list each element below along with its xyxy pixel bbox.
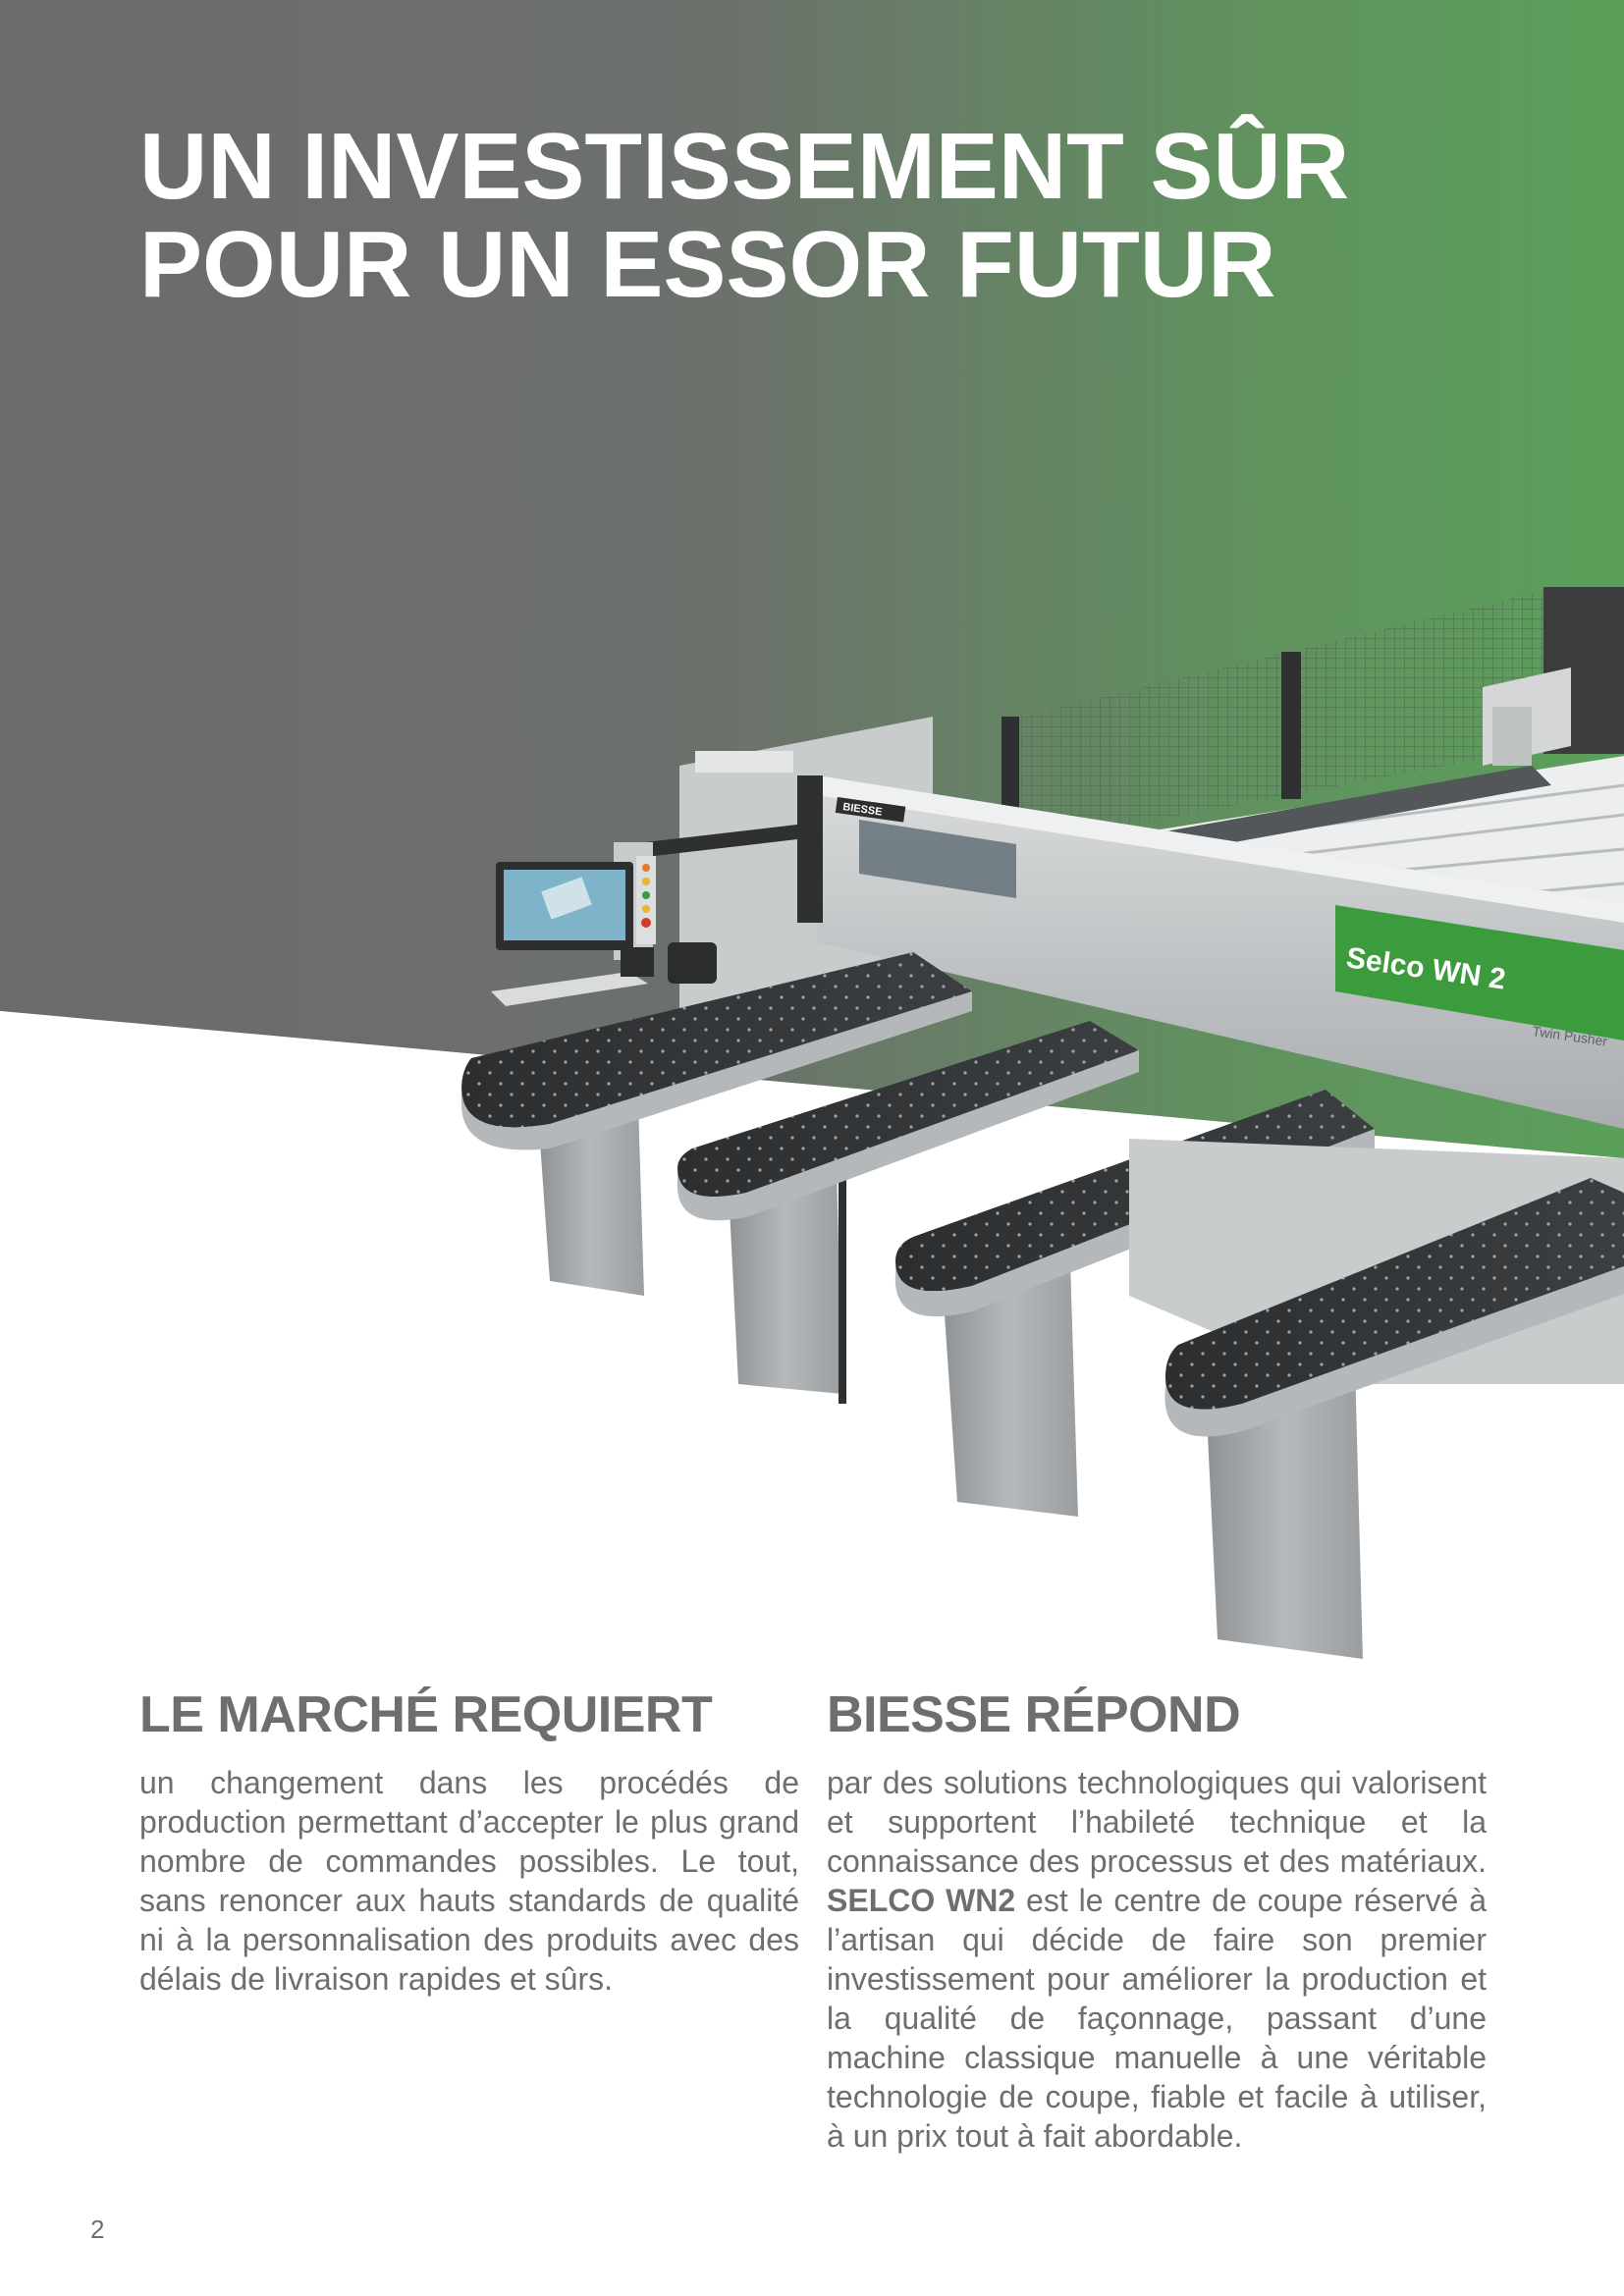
page-title-line-1: UN INVESTISSEMENT SÛR [139,114,1350,219]
biesse-response-text-part-1: par des solutions technologiques qui val… [827,1765,1487,1879]
market-requirement-heading: LE MARCHÉ REQUIERT [139,1686,713,1743]
brand-plate: BIESSE [842,801,884,819]
page-title-line-2: POUR UN ESSOR FUTUR [139,212,1276,317]
page-title: UN INVESTISSEMENT SÛR POUR UN ESSOR FUTU… [139,118,1349,314]
market-requirement-text: un changement dans les procédés de produ… [139,1765,799,1997]
biesse-response-text-part-2: est le centre de coupe réservé à l’artis… [827,1883,1488,2154]
biesse-response-section: BIESSE RÉPOND par des solutions technolo… [827,1684,1487,2156]
panel-saw-machine-image: Selco WN 2 Twin Pusher BIESSE [460,587,1624,1659]
biesse-response-heading: BIESSE RÉPOND [827,1686,1241,1743]
market-requirement-section: LE MARCHÉ REQUIERT un changement dans le… [139,1684,799,1999]
biesse-response-text: par des solutions technologiques qui val… [827,1763,1487,2156]
product-name-bold: SELCO WN2 [827,1883,1016,1918]
page-number: 2 [90,2215,105,2244]
